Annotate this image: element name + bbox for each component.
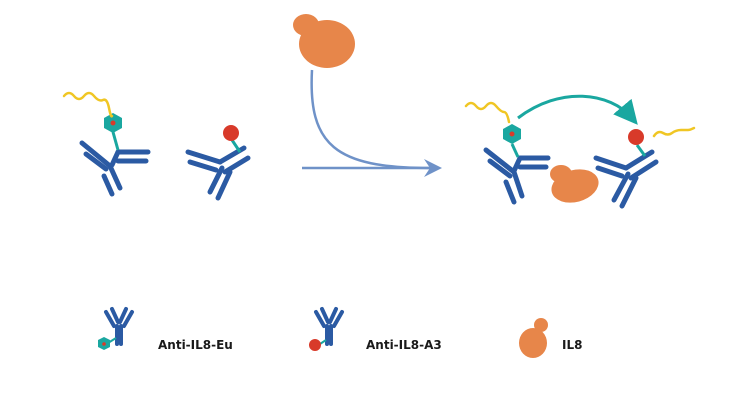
- legend-anti-il8-eu-icon: [98, 307, 134, 350]
- acceptor-label-icon-right: [628, 129, 647, 157]
- reaction-arrow-head: [424, 159, 442, 177]
- reaction-arrow: [310, 69, 431, 170]
- acceptor-label-icon-left: [223, 125, 242, 153]
- il8-molecule-top: [293, 14, 355, 68]
- il8-molecule-bound: [550, 165, 599, 203]
- legend-il8-icon: [519, 318, 548, 358]
- europium-label-icon-left: [104, 113, 122, 151]
- anti-il8-a3-antibody-left: [185, 145, 251, 201]
- signal-wave-left: [62, 91, 114, 118]
- legend-label-anti-il8-a3: Anti-IL8-A3: [366, 338, 442, 352]
- signal-wave-right-in: [464, 101, 511, 124]
- anti-il8-eu-antibody-left: [79, 140, 151, 197]
- legend-label-il8: IL8: [562, 338, 583, 352]
- fret-transfer-arrow: [517, 94, 638, 125]
- anti-il8-a3-antibody-right: [593, 149, 659, 209]
- anti-il8-eu-antibody-right: [483, 147, 551, 205]
- legend-label-anti-il8-eu: Anti-IL8-Eu: [158, 338, 233, 352]
- legend-anti-il8-a3-icon: [309, 307, 344, 351]
- signal-wave-right-out: [652, 126, 696, 138]
- europium-label-icon-right: [503, 124, 521, 158]
